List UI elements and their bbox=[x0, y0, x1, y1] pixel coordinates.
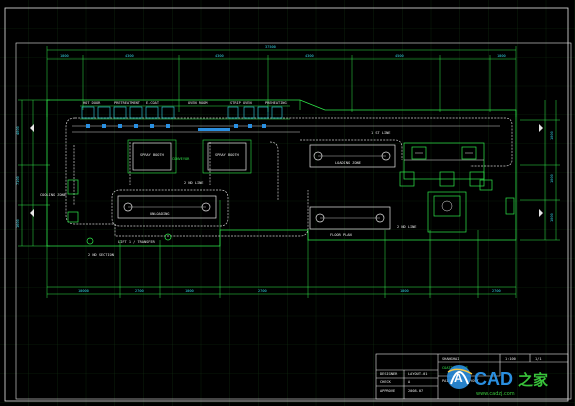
sheet-border-outer bbox=[4, 7, 569, 402]
dim-left-1: 4000 bbox=[16, 126, 20, 135]
sheet-border-inner bbox=[15, 42, 572, 400]
dim-bottom-5: 1000 bbox=[400, 289, 409, 293]
dim-top-1: 1000 bbox=[60, 54, 69, 58]
dim-top-3: 4300 bbox=[215, 54, 224, 58]
label-station-c: E-COAT bbox=[146, 101, 160, 105]
watermark-logo-icon bbox=[447, 365, 473, 389]
label-station-a: HOT DOOR bbox=[83, 101, 101, 105]
label-line-2: 2 ND LINE bbox=[184, 181, 203, 185]
conveyor-track bbox=[65, 117, 513, 237]
title-scale: 1:100 bbox=[505, 357, 516, 361]
title-checked: CHECK bbox=[380, 380, 392, 384]
label-station-b: PRETREATMENT bbox=[114, 101, 141, 105]
dim-left-2: 7100 bbox=[16, 176, 20, 185]
label-line-3: 2 ND LINE bbox=[397, 225, 416, 229]
watermark-suffix: 之家 bbox=[518, 371, 548, 389]
conveyor-bed-2 bbox=[117, 195, 217, 219]
title-revision: A bbox=[408, 380, 411, 384]
title-drawing-no: LAYOUT-01 bbox=[408, 372, 427, 376]
dim-left-3: 1600 bbox=[16, 219, 20, 228]
process-station-pits bbox=[86, 124, 266, 131]
label-note-2: 2 ND SECTION bbox=[88, 253, 114, 257]
title-drawn: DESIGNER bbox=[380, 372, 398, 376]
label-booth-a: SPRAY BOOTH bbox=[140, 153, 164, 157]
label-line-1: 1 ST LINE bbox=[371, 131, 390, 135]
left-equipment bbox=[67, 179, 172, 245]
watermark-brand: CAD bbox=[474, 369, 513, 389]
dim-bottom-2: 2700 bbox=[135, 289, 144, 293]
dim-top-6: 1000 bbox=[497, 54, 506, 58]
station-walls bbox=[80, 105, 290, 120]
machinery-cluster bbox=[399, 142, 515, 233]
label-station-d: OVEN ROOM bbox=[188, 101, 208, 105]
dim-overall: 37500 bbox=[265, 45, 276, 49]
dim-right-3: 1000 bbox=[550, 213, 554, 222]
dim-top-4: 4300 bbox=[305, 54, 314, 58]
label-station-g: COOLING ZONE bbox=[40, 193, 66, 197]
process-stations bbox=[81, 106, 283, 119]
section-markers bbox=[30, 124, 543, 217]
label-conveyor: CONVEYOR bbox=[172, 157, 190, 161]
dim-bottom-4: 2700 bbox=[258, 289, 267, 293]
booth-frames bbox=[127, 139, 252, 174]
spray-booths bbox=[132, 142, 247, 171]
conveyor-bed-3 bbox=[309, 206, 391, 230]
dimension-lines bbox=[18, 46, 560, 298]
dim-top-5: 4500 bbox=[395, 54, 404, 58]
label-note-4: LIFT 1 / TRANSFER bbox=[118, 240, 156, 244]
title-company: SHANGHAI bbox=[442, 357, 459, 361]
title-approved: APPROVE bbox=[380, 389, 395, 393]
watermark: A CAD 之家 www.cadzj.com bbox=[447, 365, 548, 397]
conveyor-track-2 bbox=[72, 125, 500, 133]
dim-bottom-1: 10000 bbox=[78, 289, 89, 293]
label-conveyor-b: UNLOADING bbox=[150, 212, 169, 216]
title-sheet: 1/1 bbox=[535, 357, 542, 361]
label-station-e: STRIP OVEN bbox=[230, 101, 252, 105]
building-outline bbox=[46, 99, 517, 247]
dim-top-2: 4300 bbox=[125, 54, 134, 58]
machinery-details bbox=[404, 152, 484, 212]
dim-bottom-3: 1000 bbox=[185, 289, 194, 293]
conveyor-bed-1 bbox=[309, 144, 396, 168]
label-note-1: FLOOR PLAN bbox=[330, 233, 352, 237]
label-conveyor-a: LOADING ZONE bbox=[335, 161, 361, 165]
label-station-f: PREHEATING bbox=[265, 101, 287, 105]
dim-bottom-6: 2700 bbox=[492, 289, 501, 293]
watermark-url: www.cadzj.com bbox=[476, 391, 515, 397]
label-booth-b: SPRAY BOOTH bbox=[215, 153, 239, 157]
dim-right-2: 1000 bbox=[550, 174, 554, 183]
watermark-logo-letter: A bbox=[454, 371, 463, 385]
dim-right-1: 1000 bbox=[550, 131, 554, 140]
title-date: 2008.07 bbox=[408, 389, 423, 393]
